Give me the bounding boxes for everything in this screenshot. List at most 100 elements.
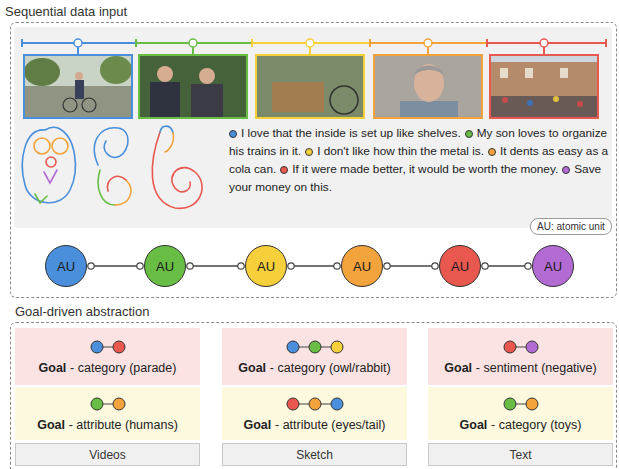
goal-line: Goal- attribute (humans) bbox=[37, 418, 178, 432]
connector-cap bbox=[384, 263, 390, 269]
video-frame bbox=[490, 55, 598, 118]
sentence-item: If it were made better, it would be wort… bbox=[280, 162, 558, 176]
goal-text: - category (owl/rabbit) bbox=[270, 361, 391, 375]
timeline bbox=[189, 39, 197, 47]
connector-cap bbox=[187, 263, 193, 269]
atomic-unit-circle: AU bbox=[245, 245, 287, 287]
section-heading: Goal-driven abstraction bbox=[15, 304, 149, 319]
video-frame bbox=[24, 55, 132, 118]
goal-text: Goal bbox=[39, 361, 67, 375]
timeline bbox=[486, 39, 488, 47]
goal-text: Goal bbox=[444, 361, 472, 375]
video-frame bbox=[330, 86, 358, 114]
video-frame bbox=[272, 82, 324, 112]
goal-text: - category (toys) bbox=[491, 418, 581, 432]
timeline bbox=[605, 39, 607, 47]
sketch-doodle bbox=[115, 180, 131, 205]
atomic-unit-circle: AU bbox=[341, 245, 383, 287]
goal-text: Goal bbox=[460, 418, 488, 432]
atomic-unit-circle: AU bbox=[144, 245, 186, 287]
sketch-doodle bbox=[35, 194, 47, 203]
chain-link bbox=[516, 403, 526, 404]
sentence-bullet bbox=[488, 148, 496, 156]
sentence-bullet bbox=[229, 130, 237, 138]
timeline bbox=[74, 39, 82, 47]
video-frame bbox=[256, 55, 364, 118]
video-frame bbox=[374, 55, 482, 118]
video-frame bbox=[490, 55, 598, 118]
connector-cap bbox=[334, 263, 340, 269]
sketch-doodle bbox=[165, 133, 173, 152]
unit-dot bbox=[113, 398, 125, 410]
sentence-bullet bbox=[280, 166, 288, 174]
modality-label: Sketch bbox=[222, 443, 407, 466]
timeline bbox=[21, 39, 23, 47]
sentence: I love that the inside is set up like sh… bbox=[241, 126, 461, 140]
sketch-doodle bbox=[160, 126, 173, 133]
unit-label: AU bbox=[353, 259, 371, 274]
connector-cap bbox=[288, 263, 294, 269]
goal-text: - category (parade) bbox=[70, 361, 176, 375]
sketch-doodle bbox=[22, 126, 202, 208]
connector-group bbox=[88, 263, 143, 269]
connector bbox=[485, 265, 528, 266]
unit-dot bbox=[504, 341, 516, 353]
connector bbox=[387, 265, 435, 266]
video-frame bbox=[400, 101, 458, 118]
video-frame bbox=[139, 55, 247, 118]
goal-line: Goal- category (toys) bbox=[460, 418, 582, 432]
chain-link bbox=[321, 346, 331, 347]
unit-dot bbox=[331, 341, 343, 353]
connector-cap bbox=[88, 263, 94, 269]
connector bbox=[91, 265, 140, 266]
connector-group bbox=[384, 263, 438, 269]
video-frame bbox=[24, 58, 60, 86]
chain-link bbox=[321, 403, 331, 404]
video-frame bbox=[256, 55, 364, 118]
sketch-doodle bbox=[152, 132, 202, 208]
unit-dot bbox=[287, 341, 299, 353]
connector-cap bbox=[238, 263, 244, 269]
sentence-bullet bbox=[465, 130, 473, 138]
sentence-bullet bbox=[562, 166, 570, 174]
video-frame bbox=[75, 72, 83, 80]
timeline bbox=[77, 47, 79, 55]
video-frame bbox=[256, 55, 364, 118]
unit-chain bbox=[89, 339, 127, 355]
video-frame bbox=[560, 68, 568, 78]
connector-cap bbox=[432, 263, 438, 269]
goal-band: Goal - sentiment (negative) bbox=[428, 328, 613, 385]
timeline bbox=[427, 47, 429, 55]
modality-name: Text bbox=[509, 448, 531, 462]
goal-band: Goal- category (owl/rabbit) bbox=[222, 328, 407, 385]
timeline bbox=[192, 47, 194, 55]
video-frame bbox=[374, 55, 482, 118]
video-frame bbox=[527, 100, 533, 106]
sketch-doodle bbox=[52, 138, 68, 154]
connector-cap bbox=[137, 263, 143, 269]
goal-text: Goal bbox=[37, 418, 65, 432]
unit-dot bbox=[526, 341, 538, 353]
video-frame bbox=[82, 98, 96, 112]
sentence: I don't like how thin the metal is. bbox=[317, 144, 484, 158]
goal-line: Goal- category (owl/rabbit) bbox=[238, 361, 390, 375]
video-frame bbox=[199, 68, 215, 84]
unit-label: AU bbox=[451, 259, 469, 274]
goal-line: Goal- attribute (eyes/tail) bbox=[243, 418, 385, 432]
connector-cap bbox=[482, 263, 488, 269]
connector-group bbox=[482, 263, 531, 269]
video-frame bbox=[191, 84, 223, 118]
goal-text: - sentiment (negative) bbox=[476, 361, 597, 375]
goal-text: - attribute (eyes/tail) bbox=[275, 418, 385, 432]
modality-name: Sketch bbox=[296, 448, 333, 462]
timeline bbox=[424, 39, 432, 47]
connector bbox=[190, 265, 241, 266]
video-frame bbox=[139, 55, 247, 118]
unit-dot bbox=[504, 398, 516, 410]
unit-dot bbox=[91, 398, 103, 410]
sketch-doodle bbox=[98, 170, 115, 205]
modality-name: Videos bbox=[89, 448, 125, 462]
video-frame bbox=[500, 68, 508, 78]
video-frame bbox=[24, 55, 132, 118]
